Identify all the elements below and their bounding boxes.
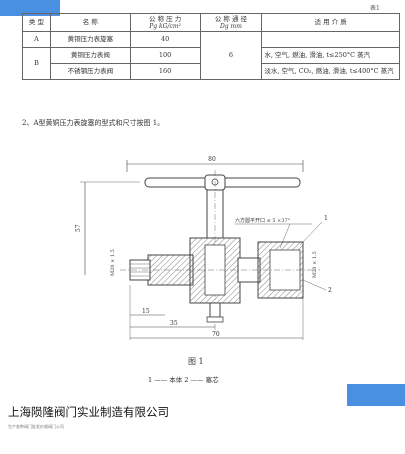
header-pressure-label: 公 称 压 力 <box>149 14 182 23</box>
document-number: 表1 <box>370 5 380 12</box>
dim-80-label: 80 <box>208 156 216 163</box>
thread-note: 六方圆平开口 ≤ 5 ×37° <box>235 217 291 224</box>
valve-body <box>120 237 320 323</box>
figure-caption: 2、A型黄铜压力表旋塞的型式和尺寸按图 1。 <box>22 119 165 127</box>
cell-medium <box>261 31 400 48</box>
spec-table: 类 型 名 称 公 称 压 力 Pg kG/cm² 公 称 通 径 Dg mm … <box>22 13 400 80</box>
dimension-bottom: 15 35 70 <box>129 285 304 340</box>
cell-pressure: 40 <box>129 31 201 48</box>
top-accent-bar <box>0 0 60 16</box>
header-medium: 适 用 介 质 <box>261 13 400 32</box>
part-2-label: 2 <box>328 287 332 294</box>
cell-name: 不锈钢压力表阀 <box>49 63 131 80</box>
left-thread-label: M20 × 1.5 <box>110 249 116 276</box>
cell-type: A <box>22 31 51 48</box>
cell-name: 黄铜压力表阀 <box>49 47 131 64</box>
cell-medium: 淡水, 空气, CO₂, 燃油, 滑油, t≤400°C 蒸汽 <box>261 63 400 80</box>
cell-type: B <box>22 47 51 80</box>
dim-15-label: 15 <box>142 308 150 315</box>
table-row: 不锈钢压力表阀 160 淡水, 空气, CO₂, 燃油, 滑油, t≤400°C… <box>23 63 400 80</box>
table-row: A 黄铜压力表旋塞 40 6 <box>22 31 400 80</box>
callouts: 六方圆平开口 ≤ 5 ×37° 1 2 <box>235 215 332 294</box>
header-diameter: 公 称 通 径 Dg mm <box>199 13 263 32</box>
header-name: 名 称 <box>49 13 131 32</box>
cell-medium: 水, 空气, 燃油, 滑油, t≤250°C 蒸汽 <box>261 47 400 64</box>
dim-57-label: 57 <box>75 224 82 232</box>
cell-pressure: 100 <box>129 47 201 64</box>
parts-legend: 1 —— 本体 2 —— 塞芯 <box>148 376 219 384</box>
table-header-row: 类 型 名 称 公 称 压 力 Pg kG/cm² 公 称 通 径 Dg mm … <box>22 13 400 32</box>
cell-pressure: 160 <box>129 63 201 80</box>
bottom-accent-bar <box>347 384 405 406</box>
company-subline: 生产各种阀门批发价格阀门公司 <box>8 424 64 429</box>
header-diameter-label: 公 称 通 径 <box>214 14 248 23</box>
right-thread-label: M20 × 1.5 <box>312 251 318 278</box>
valve-technical-drawing: 80 57 <box>75 156 332 340</box>
part-1-label: 1 <box>324 215 328 222</box>
dimension-top: 80 <box>126 156 304 172</box>
company-name: 上海陨隆阀门实业制造有限公司 <box>8 405 169 419</box>
figure-label: 图 1 <box>188 357 204 366</box>
header-pressure-unit: Pg kG/cm² <box>149 22 181 30</box>
cell-diameter: 6 <box>199 31 263 80</box>
dim-70-label: 70 <box>212 331 220 338</box>
header-type: 类 型 <box>22 13 51 32</box>
header-pressure: 公 称 压 力 Pg kG/cm² <box>129 13 201 32</box>
cell-name: 黄铜压力表旋塞 <box>49 31 131 48</box>
header-diameter-unit: Dg mm <box>219 22 242 30</box>
t-handle <box>144 174 301 191</box>
dim-35-label: 35 <box>170 320 178 327</box>
dimension-left: 57 <box>75 181 140 275</box>
